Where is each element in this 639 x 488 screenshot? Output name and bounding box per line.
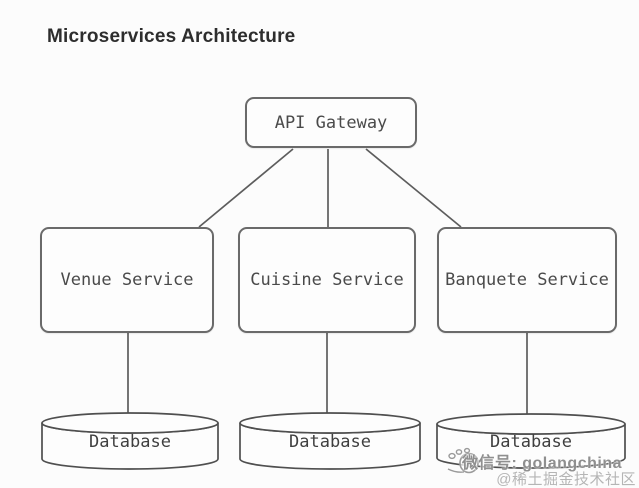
cuisine-service-label: Cuisine Service	[250, 270, 404, 290]
database-label-1: Database	[89, 432, 171, 452]
banquete-service-label: Banquete Service	[445, 270, 609, 290]
paw-icon	[447, 447, 479, 474]
watermark-community: @稀土掘金技术社区	[496, 471, 636, 488]
database-label-2: Database	[289, 432, 371, 452]
edge-gateway-banquete	[365, 148, 462, 228]
venue-service-label: Venue Service	[60, 270, 194, 290]
api-gateway-label: API Gateway	[274, 112, 388, 133]
database-cylinder-3	[436, 413, 626, 469]
database-cylinder-1	[41, 412, 219, 470]
database-label-3: Database	[490, 432, 572, 452]
edge-gateway-venue	[198, 148, 294, 228]
watermark-wechat-id: 微信号: golangchina	[461, 455, 622, 472]
venue-service-node: Venue Service	[40, 227, 214, 333]
banquete-service-node: Banquete Service	[437, 227, 617, 333]
api-gateway-node: API Gateway	[245, 97, 417, 148]
page-title: Microservices Architecture	[47, 26, 296, 47]
database-cylinder-2	[239, 412, 421, 470]
cuisine-service-node: Cuisine Service	[238, 227, 416, 333]
